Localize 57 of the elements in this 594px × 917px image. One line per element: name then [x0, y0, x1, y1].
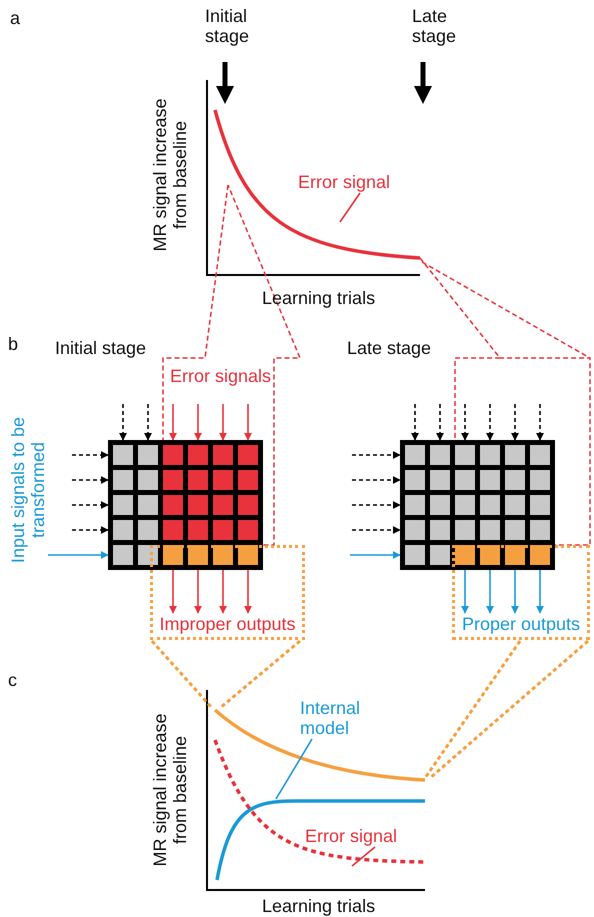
arrow — [48, 551, 109, 559]
axis-title: Learning trials — [262, 896, 376, 916]
zoom-line — [150, 640, 214, 709]
axis-title: Learning trials — [262, 288, 376, 308]
arrow — [352, 451, 401, 459]
arrow — [486, 404, 494, 441]
arrow — [461, 404, 469, 441]
arrow — [72, 526, 109, 534]
curve-label: Error signal — [305, 826, 405, 846]
arrow — [219, 404, 227, 441]
arrow — [169, 404, 177, 441]
arrow — [72, 501, 109, 509]
arrow — [536, 404, 544, 441]
zoom-line — [219, 640, 301, 710]
arrow — [244, 570, 252, 614]
arrow — [536, 570, 544, 614]
arrow — [144, 404, 152, 441]
stage-label: Initial stage — [205, 6, 250, 46]
panel-letter: c — [8, 670, 17, 690]
output-frame: Proper outputs — [452, 545, 590, 640]
arrow — [511, 570, 519, 614]
curve-label: Internal model — [300, 698, 390, 738]
arrow — [411, 404, 419, 441]
arrow — [194, 570, 202, 614]
arrow — [350, 551, 401, 559]
leader-line — [275, 738, 313, 800]
signal-label: Error signals — [170, 366, 272, 386]
panel-letter: b — [8, 334, 18, 354]
cell-grid — [108, 440, 263, 570]
zoom-line — [424, 640, 522, 779]
axis-title: MR signal increase from baseline — [150, 97, 190, 254]
stage-label: Initial stage — [55, 338, 146, 358]
arrow — [352, 476, 401, 484]
arrow — [436, 404, 444, 441]
output-frame: Improper outputs — [150, 545, 305, 640]
arrow — [72, 476, 109, 484]
stage-label: Late stage — [347, 338, 432, 358]
arrow — [461, 570, 469, 614]
arrow — [486, 570, 494, 614]
arrow — [352, 501, 401, 509]
panel-letter: a — [10, 8, 20, 28]
arrow — [511, 404, 519, 441]
leader-line — [339, 192, 361, 222]
arrow — [72, 451, 109, 459]
arrow — [119, 404, 127, 441]
arrow — [169, 570, 177, 614]
cell-grid — [400, 440, 555, 570]
input-label: Input signals to be transformed — [8, 380, 48, 600]
arrow — [244, 404, 252, 441]
arrow — [219, 570, 227, 614]
axis-title: MR signal increase from baseline — [150, 712, 190, 869]
curve-label: Error signal — [298, 172, 408, 192]
leader-line — [352, 846, 376, 867]
stage-label: Late stage — [412, 6, 458, 46]
arrow — [352, 526, 401, 534]
arrow — [194, 404, 202, 441]
zoom-line — [429, 640, 589, 780]
